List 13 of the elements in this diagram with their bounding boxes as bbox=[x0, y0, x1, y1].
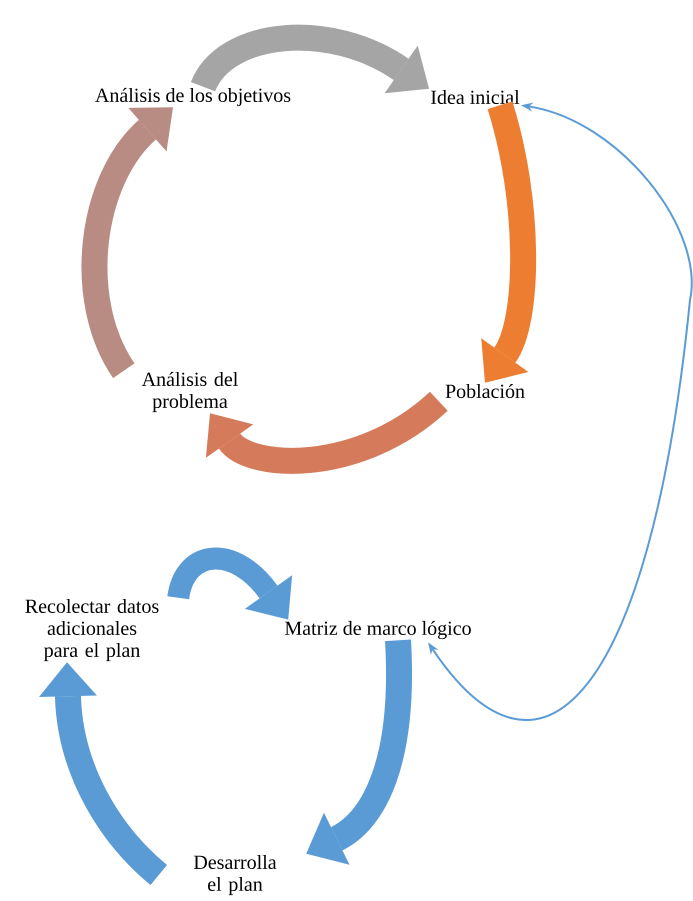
step-label: Análisis del problema bbox=[142, 372, 238, 412]
step-label: Población bbox=[446, 384, 525, 398]
curved-arrow bbox=[167, 548, 292, 620]
step-label: Idea inicial bbox=[431, 90, 520, 104]
step-label: Recolectar datos adicionales para el plan bbox=[25, 598, 158, 662]
step-label: Matriz de marco lógico bbox=[285, 620, 471, 640]
curved-arrow bbox=[82, 107, 173, 378]
step-label: Desarrolla el plan bbox=[194, 854, 276, 896]
curved-arrow bbox=[206, 391, 448, 474]
curved-arrow bbox=[38, 662, 168, 885]
curved-arrow bbox=[481, 102, 536, 383]
curved-arrow bbox=[306, 640, 412, 865]
step-label: Análisis de los objetivos bbox=[95, 88, 290, 106]
